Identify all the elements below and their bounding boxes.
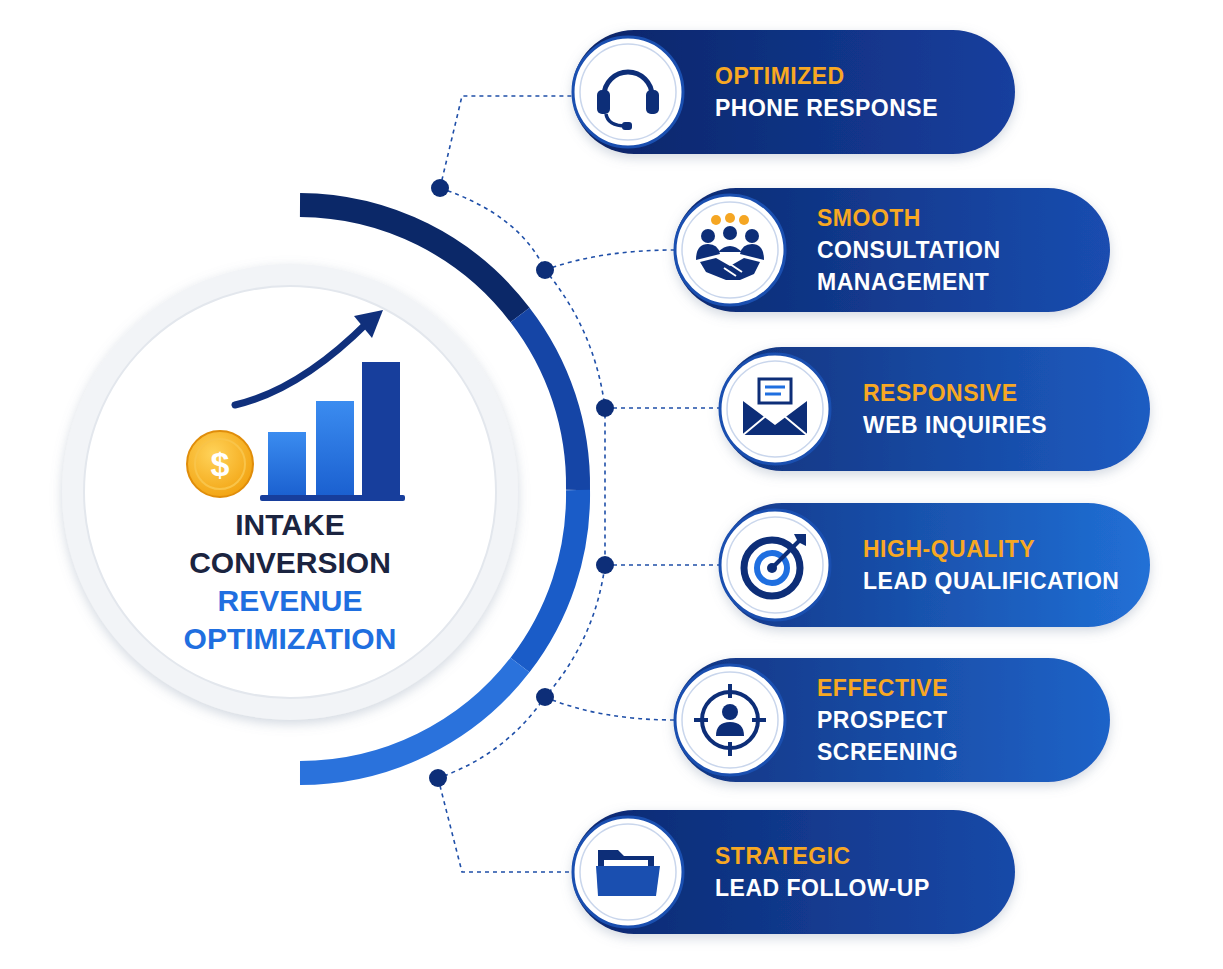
feature-pill: SMOOTHCONSULTATION MANAGEMENT bbox=[674, 188, 1110, 312]
feature-pill: RESPONSIVEWEB INQUIRIES bbox=[720, 347, 1150, 471]
coin-symbol: $ bbox=[196, 442, 244, 486]
center-title: INTAKE CONVERSION bbox=[170, 506, 410, 582]
center-subtitle: REVENUE OPTIMIZATION bbox=[170, 582, 410, 658]
pill-heading: STRATEGIC bbox=[715, 840, 995, 872]
pill-body: WEB INQUIRIES bbox=[863, 409, 1130, 441]
pill-heading: SMOOTH bbox=[817, 202, 1090, 234]
pill-body: PHONE RESPONSE bbox=[715, 92, 995, 124]
feature-pill: OPTIMIZEDPHONE RESPONSE bbox=[572, 30, 1015, 154]
pill-heading: EFFECTIVE bbox=[817, 672, 1090, 704]
feature-pill: EFFECTIVEPROSPECT SCREENING bbox=[674, 658, 1110, 782]
pill-heading: RESPONSIVE bbox=[863, 377, 1130, 409]
pill-body: LEAD FOLLOW-UP bbox=[715, 872, 995, 904]
pill-heading: OPTIMIZED bbox=[715, 60, 995, 92]
center-circle: INTAKE CONVERSIONREVENUE OPTIMIZATION bbox=[84, 286, 496, 698]
feature-pill: HIGH-QUALITYLEAD QUALIFICATION bbox=[720, 503, 1150, 627]
pill-body: PROSPECT SCREENING bbox=[817, 704, 1090, 768]
pill-heading: HIGH-QUALITY bbox=[863, 533, 1130, 565]
pill-body: LEAD QUALIFICATION bbox=[863, 565, 1130, 597]
feature-pill: STRATEGICLEAD FOLLOW-UP bbox=[572, 810, 1015, 934]
pill-body: CONSULTATION MANAGEMENT bbox=[817, 234, 1090, 298]
